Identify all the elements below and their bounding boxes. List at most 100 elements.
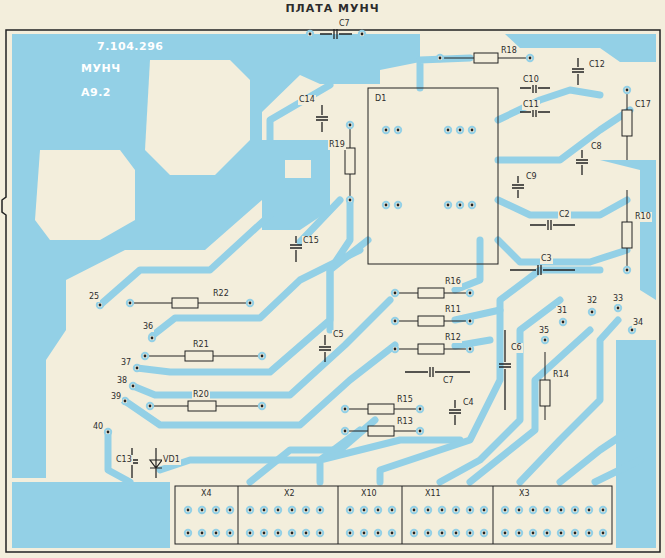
component-label: R11: [444, 305, 462, 315]
pad-hole: [201, 532, 204, 535]
pad-hole: [441, 532, 444, 535]
solder-pad: [289, 507, 295, 513]
pad-hole: [544, 339, 547, 342]
solder-pad: [411, 530, 417, 536]
pad-hole: [229, 509, 232, 512]
pad-hole: [107, 431, 110, 434]
pad-hole: [591, 311, 594, 314]
pad-hole: [469, 348, 472, 351]
solder-pad: [530, 530, 536, 536]
pad-hole: [469, 509, 472, 512]
pad-hole: [349, 509, 352, 512]
solder-pad: [589, 309, 595, 315]
pad-hole: [363, 509, 366, 512]
component-label: C17: [634, 100, 652, 110]
component-label: C13: [115, 455, 133, 465]
pad-hole: [124, 400, 127, 403]
pad-hole: [261, 405, 264, 408]
pad-hole: [419, 430, 422, 433]
solder-pad: [392, 290, 398, 296]
pad-hole: [471, 204, 474, 207]
pad-hole: [413, 532, 416, 535]
pad-hole: [617, 307, 620, 310]
pad-hole: [455, 509, 458, 512]
component-label: R22: [212, 289, 230, 299]
component-label: D1: [374, 94, 387, 104]
copper-fill: [12, 34, 656, 548]
pad-hole: [439, 57, 442, 60]
pad-hole: [394, 348, 397, 351]
solder-pad: [395, 202, 401, 208]
solder-pad: [530, 507, 536, 513]
pad-hole: [344, 408, 347, 411]
solder-pad: [544, 530, 550, 536]
solder-pad: [392, 318, 398, 324]
pad-hole: [469, 292, 472, 295]
solder-pad: [383, 202, 389, 208]
connector-label: X3: [518, 489, 531, 499]
pad-hole: [151, 337, 154, 340]
pad-hole: [532, 509, 535, 512]
pad-hole: [305, 532, 308, 535]
solder-pad: [467, 507, 473, 513]
solder-pad: [261, 530, 267, 536]
solder-pad: [542, 337, 548, 343]
solder-pad: [467, 290, 473, 296]
component-label: C15: [302, 236, 320, 246]
connector-strip: [175, 486, 612, 544]
component-label: C5: [332, 330, 345, 340]
solder-pad: [199, 507, 205, 513]
pad-hole: [291, 509, 294, 512]
solder-pad: [417, 406, 423, 412]
solder-pad: [481, 507, 487, 513]
pad-hole: [413, 509, 416, 512]
solder-pad: [185, 530, 191, 536]
pad-hole: [447, 204, 450, 207]
pad-hole: [344, 430, 347, 433]
pad-number: 34: [632, 318, 644, 328]
solder-pad: [130, 383, 136, 389]
solder-pad: [199, 530, 205, 536]
solder-pad: [439, 507, 445, 513]
solder-pad: [275, 507, 281, 513]
pad-hole: [504, 509, 507, 512]
solder-pad: [572, 530, 578, 536]
pad-number: 39: [110, 392, 122, 402]
pad-hole: [385, 129, 388, 132]
pad-hole: [518, 532, 521, 535]
solder-pad: [247, 300, 253, 306]
pad-hole: [309, 33, 312, 36]
component-label: C9: [525, 172, 538, 182]
solder-pad: [560, 319, 566, 325]
pad-hole: [249, 302, 252, 305]
pad-hole: [394, 292, 397, 295]
pad-hole: [377, 509, 380, 512]
connector-label: X11: [424, 489, 442, 499]
pad-hole: [349, 199, 352, 202]
pad-hole: [483, 509, 486, 512]
pad-hole: [291, 532, 294, 535]
pad-hole: [319, 532, 322, 535]
pad-hole: [263, 532, 266, 535]
pad-number: 32: [586, 296, 598, 306]
diode-symbol: [150, 448, 162, 478]
solder-pads: [97, 31, 635, 536]
solder-pad: [105, 429, 111, 435]
pad-hole: [588, 509, 591, 512]
solder-pad: [342, 428, 348, 434]
pad-hole: [574, 509, 577, 512]
solder-pad: [425, 507, 431, 513]
solder-pad: [122, 398, 128, 404]
pad-hole: [136, 367, 139, 370]
pad-hole: [427, 509, 430, 512]
solder-pad: [439, 530, 445, 536]
pad-hole: [394, 320, 397, 323]
pad-hole: [427, 532, 430, 535]
pad-hole: [187, 532, 190, 535]
pad-hole: [469, 532, 472, 535]
solder-pad: [425, 530, 431, 536]
pad-hole: [385, 204, 388, 207]
pad-hole: [626, 269, 629, 272]
solder-pad: [247, 530, 253, 536]
pad-hole: [249, 532, 252, 535]
